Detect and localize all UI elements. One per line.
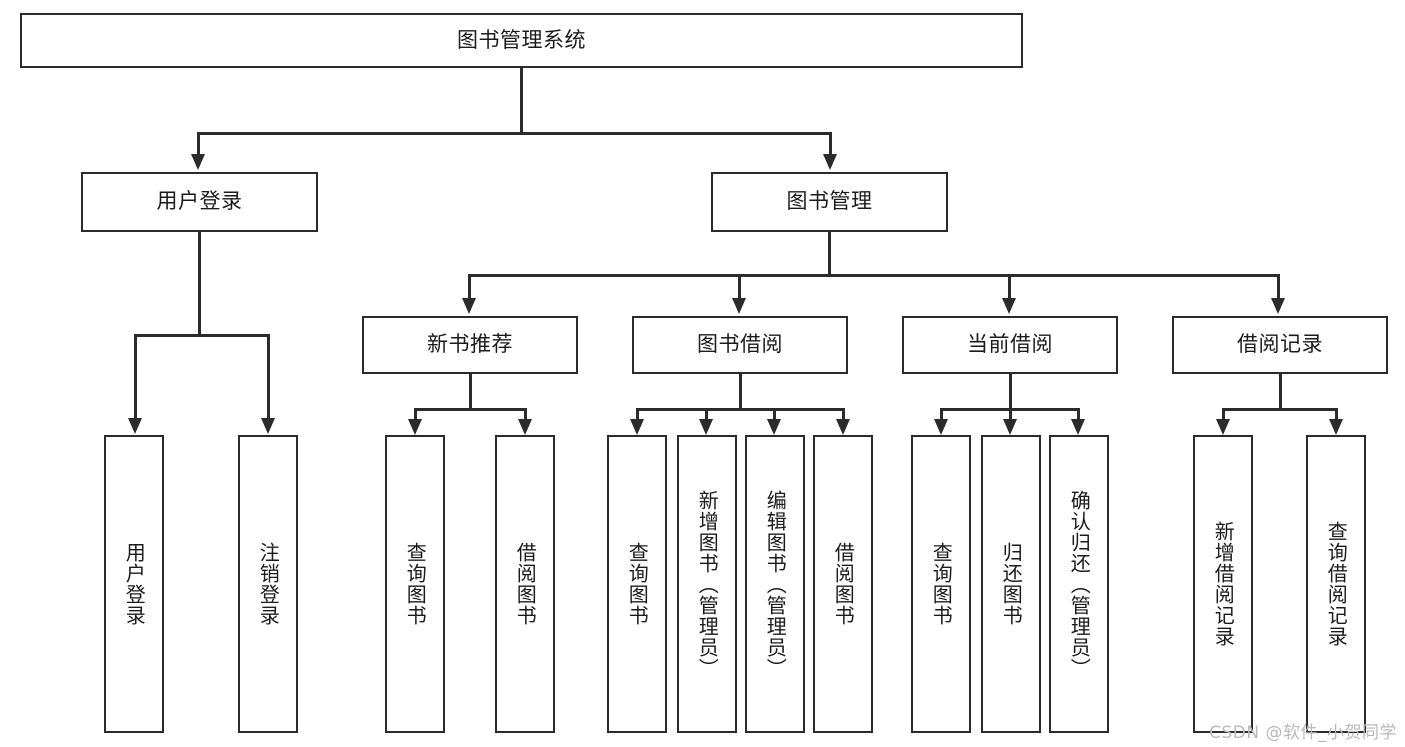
connector-drop-leaf-query-record (1335, 408, 1338, 422)
connector-drop-leaf-return-book (1009, 408, 1012, 422)
node-label: 归还图书 (999, 542, 1024, 626)
node-leaf-query-book-1[interactable]: 查询图书 (385, 435, 445, 733)
node-new-book-recommend[interactable]: 新书推荐 (362, 316, 578, 374)
node-leaf-confirm-return[interactable]: 确认归还（管理员） (1049, 435, 1109, 733)
connector-root-stem (520, 68, 523, 134)
node-label: 查询图书 (403, 542, 428, 626)
node-label: 确认归还（管理员） (1067, 489, 1092, 679)
arrow-leaf-query-record (1329, 419, 1343, 435)
arrow-book-management (823, 154, 837, 170)
node-user-login[interactable]: 用户登录 (81, 172, 318, 232)
node-leaf-query-book-3[interactable]: 查询图书 (911, 435, 971, 733)
connector-new-book-recommend-bus (414, 408, 527, 411)
arrow-new-book-recommend (462, 298, 476, 314)
arrow-leaf-borrow-book-1 (518, 419, 532, 435)
node-borrow-record[interactable]: 借阅记录 (1172, 316, 1388, 374)
connector-drop-borrow-record (1277, 274, 1280, 300)
node-leaf-borrow-book-1[interactable]: 借阅图书 (495, 435, 555, 733)
connector-user-login-bus (134, 334, 269, 337)
connector-user-login-stem (198, 232, 201, 336)
node-label: 新增图书（管理员） (695, 489, 720, 679)
node-label: 借阅图书 (831, 542, 856, 626)
node-root-system[interactable]: 图书管理系统 (20, 13, 1023, 68)
arrow-borrow-record (1271, 298, 1285, 314)
arrow-leaf-confirm-return (1071, 419, 1085, 435)
node-leaf-user-login[interactable]: 用户登录 (104, 435, 164, 733)
arrow-leaf-query-book-1 (408, 419, 422, 435)
connector-borrow-record-stem (1279, 374, 1282, 410)
connector-new-book-recommend-stem (469, 374, 472, 410)
connector-book-borrow-stem (739, 374, 742, 410)
node-leaf-return-book[interactable]: 归还图书 (981, 435, 1041, 733)
arrow-leaf-edit-book (767, 419, 781, 435)
connector-drop-user-login (197, 132, 200, 156)
connector-drop-leaf-user-logout (267, 334, 270, 420)
node-book-management[interactable]: 图书管理 (711, 172, 948, 232)
arrow-leaf-add-book (699, 419, 713, 435)
node-leaf-borrow-book-2[interactable]: 借阅图书 (813, 435, 873, 733)
connector-level3-bus (468, 274, 1280, 277)
node-leaf-add-book[interactable]: 新增图书（管理员） (677, 435, 737, 733)
node-label: 注销登录 (256, 542, 281, 626)
node-label: 当前借阅 (967, 332, 1053, 357)
connector-drop-current-borrow (1008, 274, 1011, 300)
node-label: 查询图书 (929, 542, 954, 626)
connector-book-management-stem (828, 232, 831, 276)
connector-drop-book-borrow (738, 274, 741, 300)
arrow-book-borrow (732, 298, 746, 314)
node-leaf-add-record[interactable]: 新增借阅记录 (1193, 435, 1253, 733)
node-label: 借阅记录 (1237, 332, 1323, 357)
connector-drop-leaf-query-book-2 (636, 408, 639, 422)
node-leaf-edit-book[interactable]: 编辑图书（管理员） (745, 435, 805, 733)
node-label: 新增借阅记录 (1211, 521, 1236, 647)
connector-drop-leaf-edit-book (773, 408, 776, 422)
connector-drop-leaf-borrow-book-2 (842, 408, 845, 422)
node-leaf-query-record[interactable]: 查询借阅记录 (1306, 435, 1366, 733)
connector-book-borrow-bus (636, 408, 845, 411)
connector-drop-leaf-user-login (134, 334, 137, 420)
node-label: 借阅图书 (513, 542, 538, 626)
connector-level2-bus (197, 132, 832, 135)
connector-drop-leaf-query-book-3 (940, 408, 943, 422)
node-current-borrow[interactable]: 当前借阅 (902, 316, 1118, 374)
connector-drop-new-book-recommend (468, 274, 471, 300)
arrow-leaf-query-book-2 (630, 419, 644, 435)
node-label: 查询图书 (625, 542, 650, 626)
node-label: 新书推荐 (427, 332, 513, 357)
connector-drop-leaf-query-book-1 (414, 408, 417, 422)
arrow-leaf-user-logout (261, 418, 275, 434)
node-label: 用户登录 (122, 542, 147, 626)
arrow-leaf-user-login (128, 418, 142, 434)
node-label: 编辑图书（管理员） (763, 489, 788, 679)
node-label: 图书管理 (786, 189, 873, 214)
node-label: 图书管理系统 (457, 27, 586, 52)
node-label: 查询借阅记录 (1324, 521, 1349, 647)
node-book-borrow[interactable]: 图书借阅 (632, 316, 848, 374)
node-leaf-user-logout[interactable]: 注销登录 (238, 435, 298, 733)
arrow-leaf-return-book (1003, 419, 1017, 435)
arrow-leaf-add-record (1216, 419, 1230, 435)
arrow-leaf-query-book-3 (934, 419, 948, 435)
connector-drop-leaf-confirm-return (1077, 408, 1080, 422)
connector-borrow-record-bus (1222, 408, 1338, 411)
arrow-leaf-borrow-book-2 (836, 419, 850, 435)
connector-drop-leaf-add-book (705, 408, 708, 422)
connector-drop-leaf-borrow-book-1 (524, 408, 527, 422)
connector-drop-book-management (829, 132, 832, 156)
node-leaf-query-book-2[interactable]: 查询图书 (607, 435, 667, 733)
node-label: 用户登录 (156, 189, 243, 214)
connector-current-borrow-stem (1009, 374, 1012, 410)
arrow-user-login (191, 154, 205, 170)
connector-drop-leaf-add-record (1222, 408, 1225, 422)
arrow-current-borrow (1002, 298, 1016, 314)
node-label: 图书借阅 (697, 332, 783, 357)
